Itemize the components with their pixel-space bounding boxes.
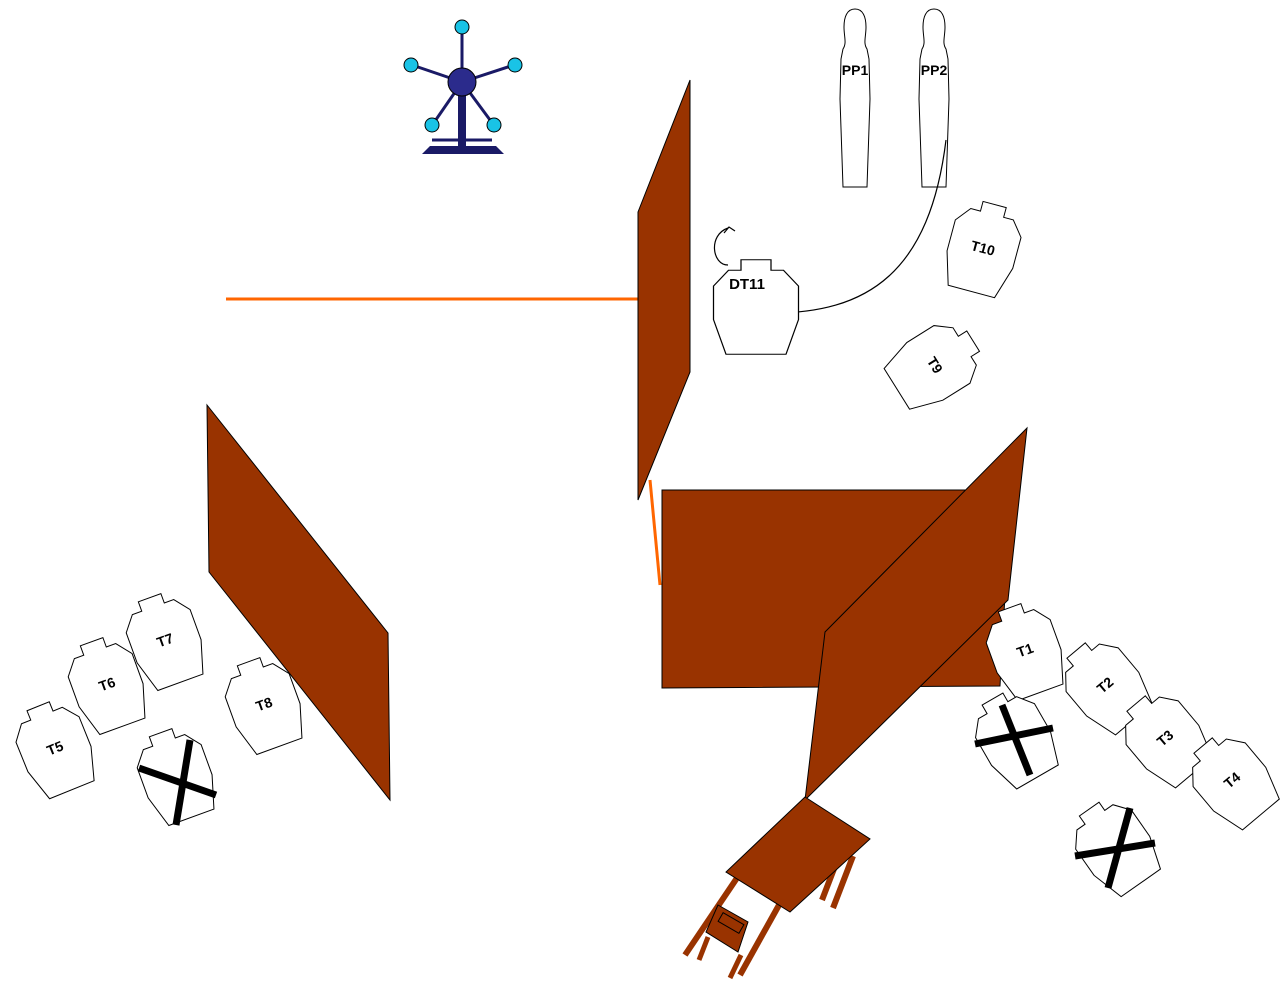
- target-t4: T4: [1176, 723, 1286, 837]
- target-t10-label: T10: [969, 237, 997, 259]
- activation-cable: [765, 139, 947, 314]
- target-t5-label: T5: [44, 737, 65, 758]
- popper-pp1: PP1: [839, 8, 871, 188]
- wall-right-diagonal: [804, 426, 1028, 802]
- target-t1-label: T1: [1015, 640, 1036, 661]
- target-t9: T9: [878, 311, 992, 419]
- plate-rack-popper-icon: [403, 19, 523, 154]
- popper-pp2: PP2: [918, 8, 950, 188]
- target-t1: T1: [977, 595, 1073, 705]
- no-shoot-x-right-lower-b: [1104, 807, 1134, 889]
- target-t10: T10: [938, 195, 1028, 301]
- fault-line-tape-short: [648, 479, 662, 586]
- no-shoot-x-left-b: [172, 739, 194, 826]
- target-t7-label: T7: [155, 630, 176, 651]
- target-dt11-label: DT11: [729, 276, 765, 293]
- no-shoot-x-right-upper-b: [998, 703, 1034, 777]
- wall-left-diagonal: [206, 403, 391, 802]
- shooting-table-icon: [682, 796, 871, 980]
- target-t9-label: T9: [924, 354, 946, 377]
- popper-pp1-label: PP1: [842, 62, 869, 78]
- target-t5: T5: [6, 693, 104, 803]
- wall-center-vertical: [637, 79, 691, 501]
- target-t7: T7: [117, 585, 213, 695]
- target-t6: T6: [59, 629, 155, 739]
- target-dt11: [712, 259, 800, 355]
- rotation-arrow-icon: [713, 227, 729, 266]
- no-shoot-x-left-a: [137, 764, 218, 799]
- target-t8-label: T8: [254, 694, 275, 715]
- target-t3: T3: [1109, 681, 1221, 795]
- target-t8: T8: [216, 649, 312, 759]
- target-t2: T2: [1049, 628, 1161, 742]
- popper-pp2-label: PP2: [921, 62, 948, 78]
- target-t6-label: T6: [97, 674, 118, 695]
